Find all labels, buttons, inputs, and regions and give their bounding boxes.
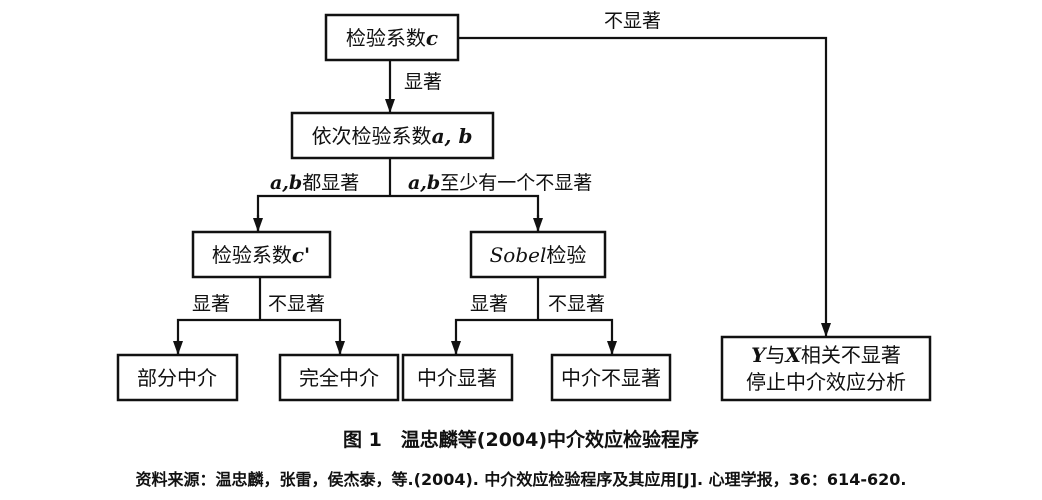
node-med-sig: 中介显著 bbox=[401, 353, 514, 402]
node-box bbox=[550, 353, 672, 402]
node-box bbox=[191, 230, 332, 279]
figure-caption: 图 1 温忠麟等(2004)中介效应检验程序 bbox=[343, 428, 699, 451]
node-box bbox=[116, 353, 239, 402]
edge-c-nonsig bbox=[458, 36, 831, 337]
edge-cp-split bbox=[176, 318, 342, 355]
connectors bbox=[173, 36, 831, 355]
node-sobel: Sobel检验 bbox=[469, 230, 607, 279]
label-ab-both-var: a,b bbox=[270, 172, 302, 194]
node-partial: 部分中介 bbox=[116, 353, 239, 402]
node-stop: Y与X相关不显著 停止中介效应分析 bbox=[720, 335, 932, 402]
node-test-ab: 依次检验系数a, b bbox=[290, 111, 495, 160]
node-box bbox=[278, 353, 400, 402]
node-label: 中介不显著 bbox=[561, 366, 661, 390]
label-ab-both-text: 都显著 bbox=[302, 172, 359, 194]
node-label: 部分中介 bbox=[137, 366, 217, 390]
label-ab-one: a,b至少有一个不显著 bbox=[408, 172, 592, 194]
node-label: Sobel检验 bbox=[490, 243, 587, 267]
node-label-line2: 停止中介效应分析 bbox=[746, 370, 906, 394]
node-box bbox=[290, 111, 495, 160]
label-ab-one-var: a,b bbox=[408, 172, 440, 194]
node-full: 完全中介 bbox=[278, 353, 400, 402]
node-box bbox=[720, 335, 932, 402]
node-label: 中介显著 bbox=[417, 366, 497, 390]
node-med-nonsig: 中介不显著 bbox=[550, 353, 672, 402]
node-box bbox=[401, 353, 514, 402]
label-c-sig: 显著 bbox=[404, 71, 442, 93]
edge-ab-split bbox=[256, 194, 540, 232]
node-label-line1: Y与X相关不显著 bbox=[751, 343, 901, 367]
node-box bbox=[324, 13, 460, 62]
label-c-nonsig: 不显著 bbox=[604, 10, 661, 32]
node-label: 检验系数c bbox=[346, 26, 438, 50]
node-box bbox=[469, 230, 607, 279]
node-label: 完全中介 bbox=[299, 366, 379, 390]
node-label: 依次检验系数a, b bbox=[312, 124, 473, 148]
figure-source: 资料来源：温忠麟，张雷，侯杰泰，等.(2004). 中介效应检验程序及其应用[J… bbox=[136, 470, 907, 489]
label-cp-sig: 显著 bbox=[192, 293, 230, 315]
label-sobel-sig: 显著 bbox=[470, 293, 508, 315]
label-ab-one-text: 至少有一个不显著 bbox=[440, 172, 592, 194]
node-test-c-prime: 检验系数c' bbox=[191, 230, 332, 279]
label-ab-both: a,b都显著 bbox=[270, 172, 359, 194]
label-cp-nonsig: 不显著 bbox=[268, 293, 325, 315]
edge-sobel-split bbox=[454, 318, 614, 355]
node-label: 检验系数c' bbox=[212, 243, 310, 267]
node-test-c: 检验系数c bbox=[324, 13, 460, 62]
label-sobel-nonsig: 不显著 bbox=[548, 293, 605, 315]
